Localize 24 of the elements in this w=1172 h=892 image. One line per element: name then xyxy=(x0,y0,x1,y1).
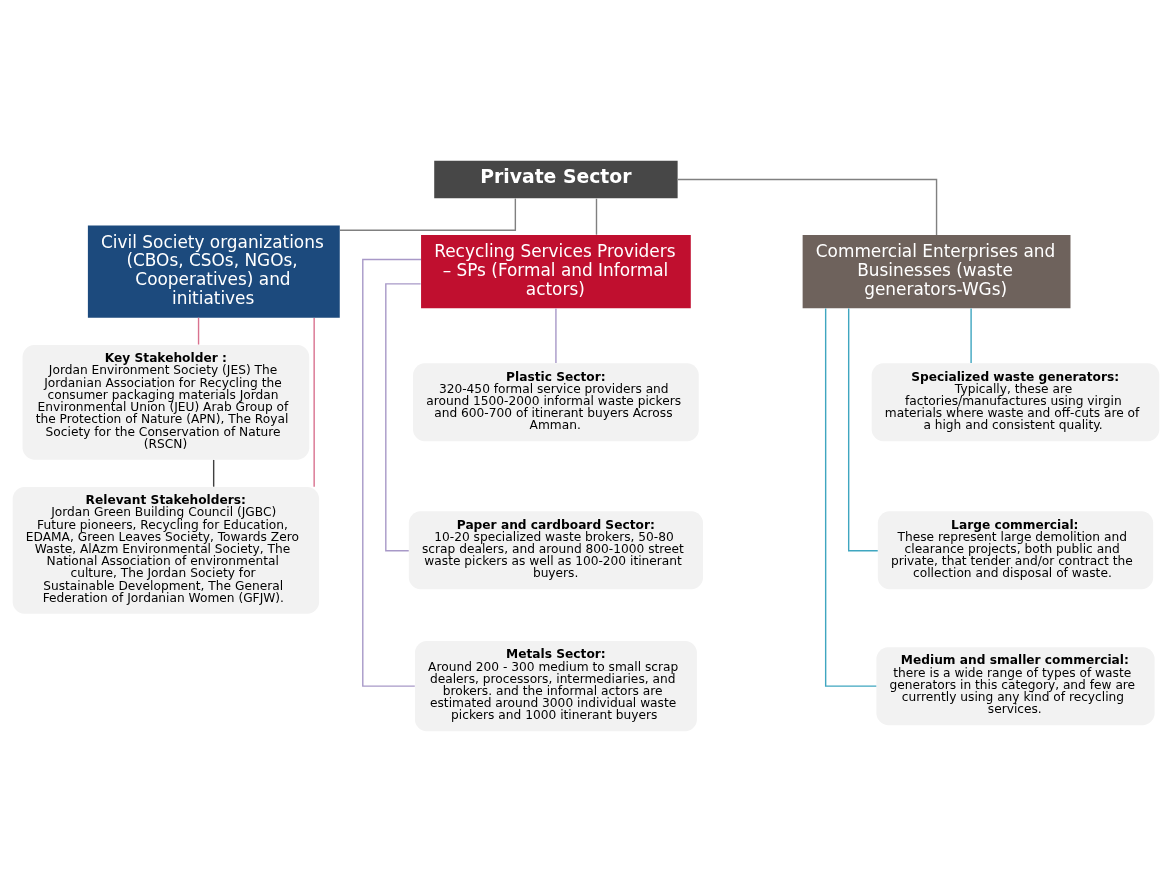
connector xyxy=(595,197,598,236)
connector xyxy=(339,197,517,231)
node-box: Relevant Stakeholders: Jordan Green Building Council (JGBC) Future pioneers, Recycling for Education, EDAMA, Green Leaves Society, Towards Zero Waste, AlAzm Environmental Society, The National Association of environmental culture, The Jordan Society for Sustainable Development, The General Federation of Jordanian Women (GFJW). xyxy=(12,486,320,614)
node-box: Large commercial: These represent large demolition and clearance projects, both public and private, that tender and/or contract the collection and disposal of waste. xyxy=(877,511,1154,590)
node-box: Metals Sector: Around 200 - 300 medium to small scrap dealers, processors, intermediaries, and brokers. and the informal actors are estimated around 3000 individual waste pickers and 1000 itinerant buyers xyxy=(414,641,697,732)
connector xyxy=(362,258,422,687)
connector xyxy=(555,307,557,364)
node-box: Medium and smaller commercial: there is a wide range of types of waste generators in this category, and few are currently using any kind of recycling services. xyxy=(876,647,1155,726)
node-box: Paper and cardboard Sector: 10-20 specialized waste brokers, 50-80 scrap dealers, and around 800-1000 street waste pickers as well as 100-200 itinerant buyers. xyxy=(408,511,703,590)
node-box: Specialized waste generators: Typically, these are factories/manufactures using virgin materials where waste and off-cuts are of a high and consistent quality. xyxy=(871,363,1160,442)
node-box: Commercial Enterprises and Businesses (waste generators-WGs) xyxy=(802,235,1071,309)
connector xyxy=(197,317,200,346)
connector xyxy=(824,307,877,687)
connector xyxy=(847,307,879,552)
connector xyxy=(212,459,215,488)
connector xyxy=(970,307,972,364)
connector xyxy=(313,317,315,488)
node-box: Plastic Sector: 320-450 formal service providers and around 1500-2000 informal waste pickers and 600-700 of itinerant buyers Across Amman. xyxy=(413,363,699,442)
node-box: Private Sector xyxy=(434,160,678,199)
node-box: Key Stakeholder : Jordan Environment Society (JES) The Jordanian Association for Recycling the consumer packaging materials Jordan Environmental Union (JEU) Arab Group of the Protection of Nature (APN), The Royal Society for the Conservation of Nature (RSCN) xyxy=(22,344,310,460)
node-box: Civil Society organizations (CBOs, CSOs, NGOs, Cooperatives) and initiatives xyxy=(87,225,340,318)
connector xyxy=(385,283,422,552)
node-box: Recycling Services Providers – SPs (Formal and Informal actors) xyxy=(421,235,691,309)
connector xyxy=(676,178,938,236)
